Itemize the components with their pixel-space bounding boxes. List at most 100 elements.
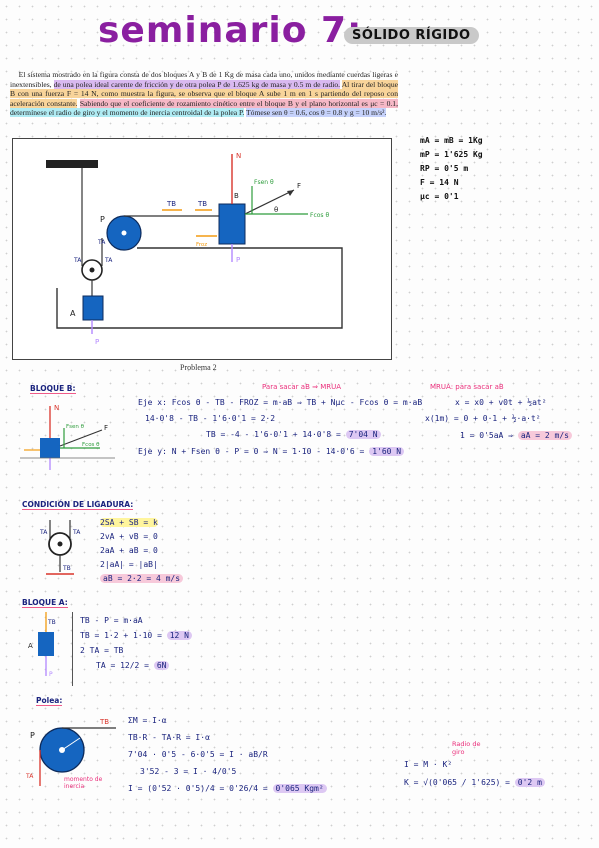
mrua-title: MRUA: para sacar aB <box>430 383 504 391</box>
heading-polea: Polea: <box>36 696 63 706</box>
problem-figure: P A B TB TB TA TA TA θ F Fsen θ Fcos θ N… <box>12 138 392 360</box>
ligadura-pulley-figure: TA TA TB <box>39 520 81 575</box>
result-ab: aB = 2·2 = 4 m/s <box>100 574 184 583</box>
polea-label-p: P <box>30 731 35 740</box>
result-inercia: 0'065 Kgm² <box>272 784 327 793</box>
fbd-a-label: A <box>28 642 33 650</box>
lig-ta-1: TA <box>39 529 48 536</box>
heading-bloque-b: BLOQUE B: <box>30 384 76 394</box>
fbd-b-f: F <box>104 424 108 432</box>
given-mass-pulley: mP = 1'625 Kg <box>420 150 483 159</box>
a-eq-2: TB = 1·2 + 1·10 = 12 N <box>80 628 192 643</box>
a-eq-3: 2 TA = TB <box>80 646 124 655</box>
eq-b-ejex-1: Eje x: Fcos θ - TB - FROZ = m·aB ⇒ TB + … <box>138 398 423 407</box>
given-friction: μc = 0'1 <box>420 192 459 201</box>
given-force: F = 14 N <box>420 178 459 187</box>
label-ta-3: TA <box>104 257 113 264</box>
page-title: seminario 7: <box>98 10 363 51</box>
a-eq-1: TB - P = m·aA <box>80 616 143 625</box>
label-ta-2: TA <box>73 257 82 264</box>
label-a: A <box>70 309 76 318</box>
polea-label-tb: TB <box>99 718 109 726</box>
result-aa: aA = 2 m/s <box>517 431 572 440</box>
problem-text-5: determínese el radio de giro y el moment… <box>10 108 245 118</box>
label-f: F <box>297 182 301 190</box>
block-b <box>218 203 246 245</box>
polea-label-ta: TA <box>25 773 34 780</box>
mrua-eq-3-text: 1 = 0'5aA ⇒ <box>460 431 513 440</box>
result-radio-giro: 0'2 m <box>514 778 545 787</box>
polea-equations: ΣM = I·α TB·R - TA·R = I·α 7'04 · 0'5 - … <box>128 712 327 797</box>
label-ta-1: TA <box>97 239 106 246</box>
note-para-sacar: Para sacar aB ⇒ MRUA <box>262 383 341 392</box>
radio-eq-1: I = M · K² <box>404 760 453 769</box>
label-p-weight: P <box>236 256 240 264</box>
fbd-a-tb: TB <box>47 619 56 626</box>
fbd-b-fsen: Fsen θ <box>66 424 85 430</box>
eq-b-ejex-3: TB = -4 - 1'6·0'1 + 14·0'8 = 7'04 N <box>206 430 381 439</box>
ligadura-equations: 2SA + SB = k 2vA + vB = 0 2aA + aB = 0 2… <box>100 516 184 586</box>
a-eq-4: TA = 12/2 = 6N <box>80 658 192 673</box>
fbd-b-n: N <box>54 404 59 412</box>
polea-eq-2: TB·R - TA·R = I·α <box>128 733 210 742</box>
figure-caption: Problema 2 <box>180 363 217 372</box>
block-a <box>82 295 104 321</box>
page-subtitle: SÓLIDO RÍGIDO <box>344 27 479 44</box>
heading-ligadura: CONDICIÓN DE LIGADURA: <box>22 500 134 510</box>
givens-list: mA = mB = 1Kg mP = 1'625 Kg RP = 0'5 m F… <box>420 134 483 204</box>
label-froz: Froz <box>196 242 207 248</box>
lig-eq-2: 2vA + vB = 0 <box>100 532 158 541</box>
label-b: B <box>234 192 239 200</box>
lig-ta-2: TA <box>72 529 81 536</box>
polea-eq-4: 3'52 - 3 = I · 4/0'5 <box>140 767 237 776</box>
fbd-b-fcos: Fcos θ <box>82 442 100 448</box>
eq-b-ejey: Eje y: N + Fsen θ - P = 0 ⇒ N = 1·10 - 1… <box>138 447 405 456</box>
label-momento-inercia: momento de inercia <box>64 776 103 790</box>
note-mrua: ⇒ MRUA <box>312 383 342 391</box>
bloque-a-equations: TB - P = m·aA TB = 1·2 + 1·10 = 12 N 2 T… <box>80 613 192 673</box>
label-p-weight-a: P <box>95 338 99 346</box>
given-masses: mA = mB = 1Kg <box>420 136 483 145</box>
mrua-eq-2: x(1m) = 0 + 0·1 + ½·a·t² <box>425 414 541 423</box>
lig-eq-4: 2|aA| = |aB| <box>100 560 158 569</box>
label-theta: θ <box>274 206 278 214</box>
fbd-block-a: TB A P <box>28 612 56 678</box>
mrua-eq-3: 1 = 0'5aA ⇒ aA = 2 m/s <box>460 431 572 440</box>
polea-eq-5: I = (0'52 · 0'5)/4 = 0'26/4 = 0'065 Kgm² <box>128 780 327 797</box>
eq-b-ejex-3-text: TB = -4 - 1'6·0'1 + 14·0'8 = <box>206 430 341 439</box>
eq-b-ejex-2: 14·0'8 - TB - 1'6·0'1 = 2·2 <box>145 414 276 423</box>
label-n: N <box>236 152 241 160</box>
problem-text-2: de una polea ideal carente de fricción y… <box>53 79 341 89</box>
heading-bloque-a: BLOQUE A: <box>22 598 68 608</box>
ceiling-bar <box>46 160 98 168</box>
label-p: P <box>100 215 105 224</box>
result-n: 1'60 N <box>369 447 405 456</box>
mrua-eq-1: x = x0 + v0t + ½at² <box>455 398 547 407</box>
fbd-a-p: P <box>49 671 53 678</box>
lig-tb: TB <box>62 565 71 572</box>
radio-eq-2: K = √(0'065 / 1'625) = 0'2 m <box>404 778 545 787</box>
polea-figure: P TB TA <box>25 718 116 786</box>
problem-statement: El sistema mostrado en la figura consta … <box>10 70 398 118</box>
problem-text-4: Sabiendo que el coeficiente de rozamient… <box>79 98 398 108</box>
result-tb-a: 12 N <box>166 631 192 640</box>
divider-bloque-a <box>72 612 73 686</box>
polea-eq-1: ΣM = I·α <box>128 716 167 725</box>
problem-text-6: Tómese sen θ = 0.6, cos θ = 0.8 y g = 10… <box>246 108 387 118</box>
result-tb: 7'04 N <box>345 430 381 439</box>
given-radius: RP = 0'5 m <box>420 164 469 173</box>
label-radio-giro: Radio de giro <box>452 740 481 756</box>
label-fcos: Fcos θ <box>310 212 329 219</box>
problem-text-1: El sistema mostrado en la figura consta … <box>10 70 398 89</box>
note-para-sacar-sub: aB <box>300 383 310 391</box>
polea-eq-3: 7'04 · 0'5 - 6·0'5 = I · aB/R <box>128 750 268 759</box>
fbd-block-b: N F Fsen θ Fcos θ <box>20 404 115 470</box>
eq-b-ejey-text: Eje y: N + Fsen θ - P = 0 ⇒ N = 1·10 - 1… <box>138 447 365 456</box>
label-fsen: Fsen θ <box>254 179 274 186</box>
lig-eq-3: 2aA + aB = 0 <box>100 546 158 555</box>
label-tb-1: TB <box>166 200 176 208</box>
lig-eq-5: aB = 2·2 = 4 m/s <box>100 572 184 586</box>
note-para-sacar-text: Para sacar <box>262 383 299 391</box>
result-ta: 6N <box>153 661 170 670</box>
label-tb-2: TB <box>197 200 207 208</box>
